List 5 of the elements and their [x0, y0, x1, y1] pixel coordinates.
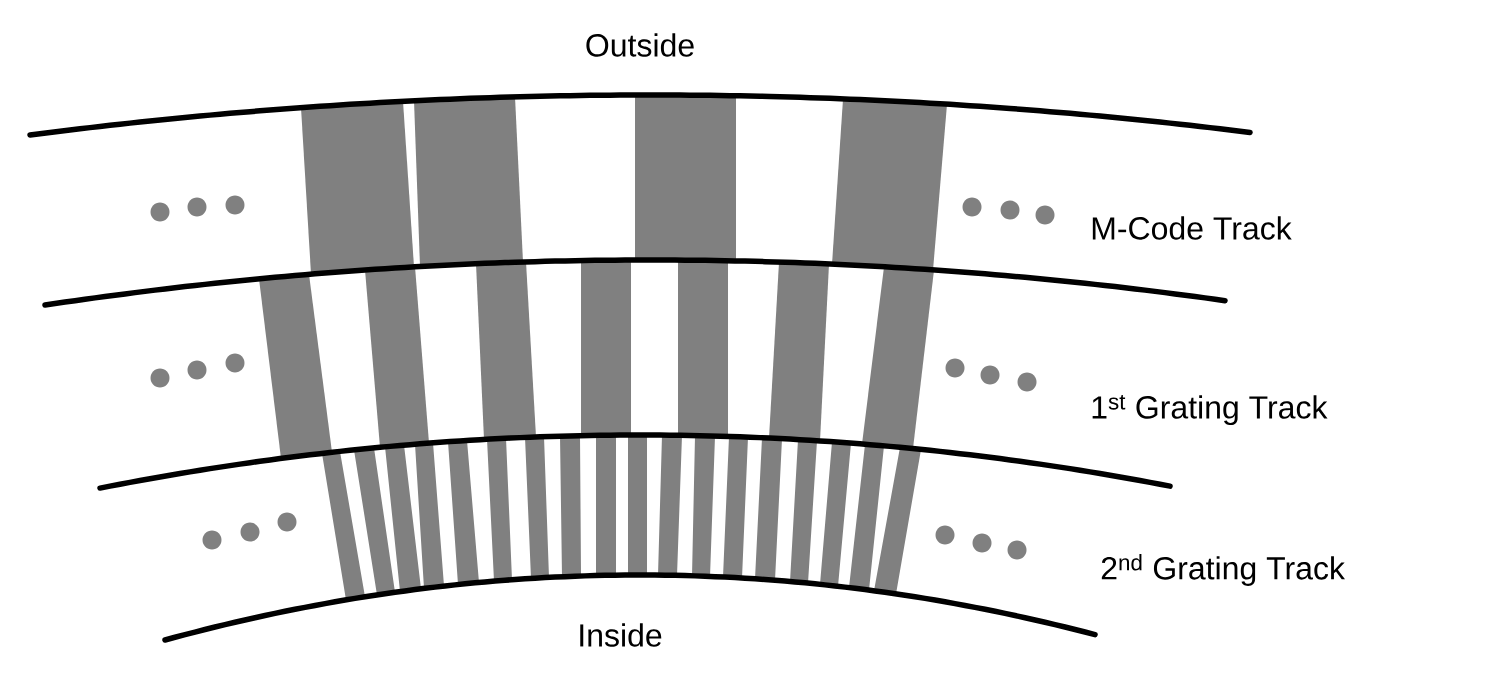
track-label: Outside — [586, 33, 694, 57]
track-label: 2$^{nd}$ Grating Track — [1101, 554, 1345, 586]
track-label: M-Code Track — [1092, 216, 1292, 240]
track-label: Inside — [580, 623, 662, 647]
track-label: 1$^{st}$ Grating Track — [1092, 394, 1328, 426]
